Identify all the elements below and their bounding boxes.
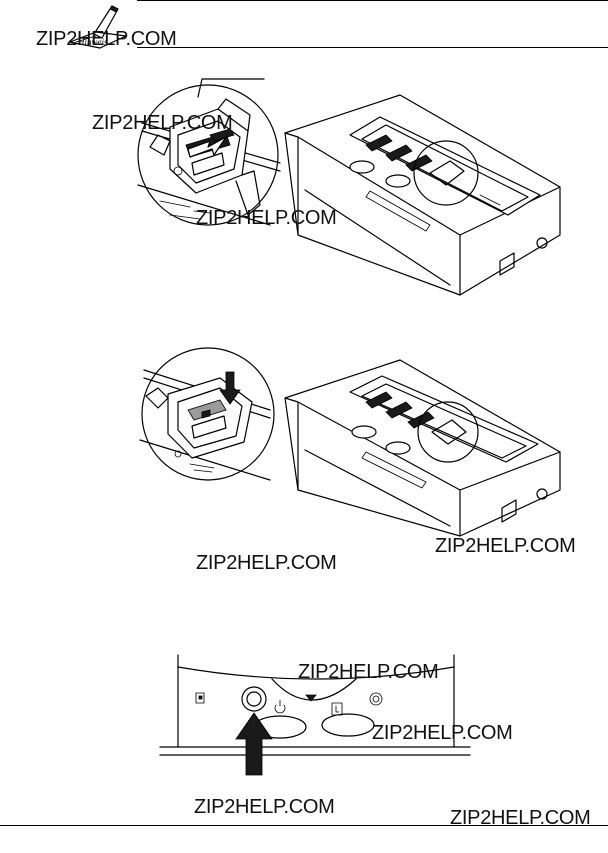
power-button[interactable] (241, 686, 267, 712)
header-top-rule (137, 0, 608, 1)
watermark-text: ZIP2HELP.COM (92, 112, 233, 134)
ink-button[interactable] (321, 713, 375, 737)
watermark-text: ZIP2HELP.COM (196, 552, 337, 574)
watermark-text: ZIP2HELP.COM (194, 796, 335, 818)
watermark-text: ZIP2HELP.COM (435, 535, 576, 557)
watermark-text: ZIP2HELP.COM (196, 207, 337, 229)
ink-drop-icon (369, 692, 383, 706)
header-rule (137, 47, 608, 48)
control-panel-illustration (159, 654, 471, 776)
power-icon (274, 699, 286, 714)
cartridge-holder-detail (137, 98, 281, 226)
watermark-text: ZIP2HELP.COM (450, 807, 591, 829)
watermark-text: ZIP2HELP.COM (298, 661, 439, 683)
cartridge-icon (195, 692, 205, 704)
logo-text: Hinweis (77, 37, 108, 47)
printer-body-2 (284, 359, 561, 537)
pencil-note-icon: Hinweis (69, 5, 127, 49)
printer-body-1 (284, 94, 561, 296)
watermark-text: ZIP2HELP.COM (36, 28, 177, 50)
printer-illustration-2 (139, 347, 561, 537)
cartridge-insert-detail (139, 369, 271, 481)
printer-illustration-1 (137, 78, 561, 296)
footer-rule (0, 825, 608, 826)
paper-icon (331, 702, 343, 716)
watermark-text: ZIP2HELP.COM (372, 722, 513, 744)
